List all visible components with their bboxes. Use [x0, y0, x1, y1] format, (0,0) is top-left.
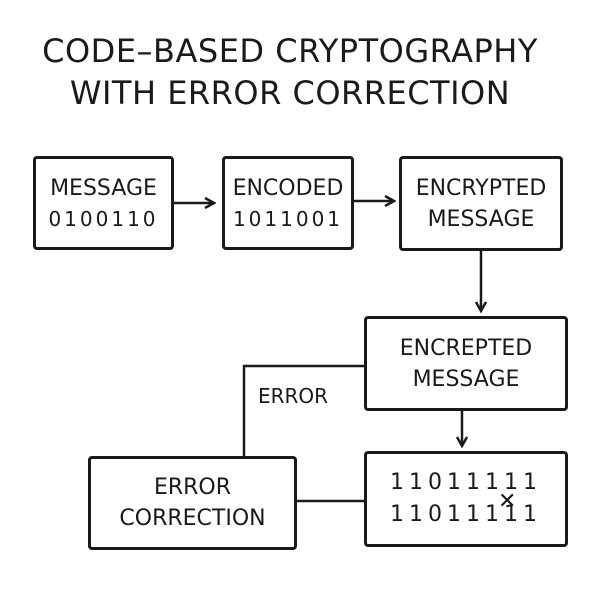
title-line-1: CODE–BASED CRYPTOGRAPHY	[42, 32, 538, 70]
diagram-title: CODE–BASED CRYPTOGRAPHY WITH ERROR CORRE…	[0, 30, 580, 114]
error-cross-icon: ✕	[497, 489, 522, 514]
flipped-bit: 1✕	[498, 491, 523, 531]
encoded-bits: 1011001	[232, 206, 344, 231]
encrypted-message-box: ENCRYPTED MESSAGE	[399, 156, 563, 251]
error-correction-label-line-2: CORRECTION	[119, 506, 266, 531]
encrepted-label-line-1: ENCREPTED	[399, 335, 533, 361]
message-bits: 0100110	[48, 206, 159, 231]
error-path-line	[242, 364, 364, 456]
error-correction-box: ERROR CORRECTION	[88, 456, 297, 550]
error-label: ERROR	[258, 384, 329, 408]
message-box: MESSAGE 0100110	[33, 156, 174, 250]
title-line-2: WITH ERROR CORRECTION	[69, 74, 511, 112]
encrypted-label-line-2: MESSAGE	[427, 206, 535, 232]
encoded-label: ENCODED	[232, 175, 344, 201]
error-correction-label-line-1: ERROR	[153, 475, 232, 500]
encrypted-label-line-1: ENCRYPTED	[415, 175, 547, 201]
received-bits-row-1: 11011111	[390, 470, 542, 495]
message-label: MESSAGE	[50, 175, 157, 201]
received-bits-row-2-start: 110111	[390, 502, 504, 527]
received-bits-row-2-end: 1	[522, 502, 542, 527]
received-bits-row-2: 1101111✕1	[390, 491, 542, 531]
encoded-box: ENCODED 1011001	[222, 156, 354, 250]
received-bits-box: 11011111 1101111✕1	[364, 451, 568, 547]
encrepted-message-box: ENCREPTED MESSAGE	[364, 316, 568, 411]
encrepted-label-line-2: MESSAGE	[412, 366, 520, 392]
flipped-bit-value: 1	[503, 502, 523, 527]
